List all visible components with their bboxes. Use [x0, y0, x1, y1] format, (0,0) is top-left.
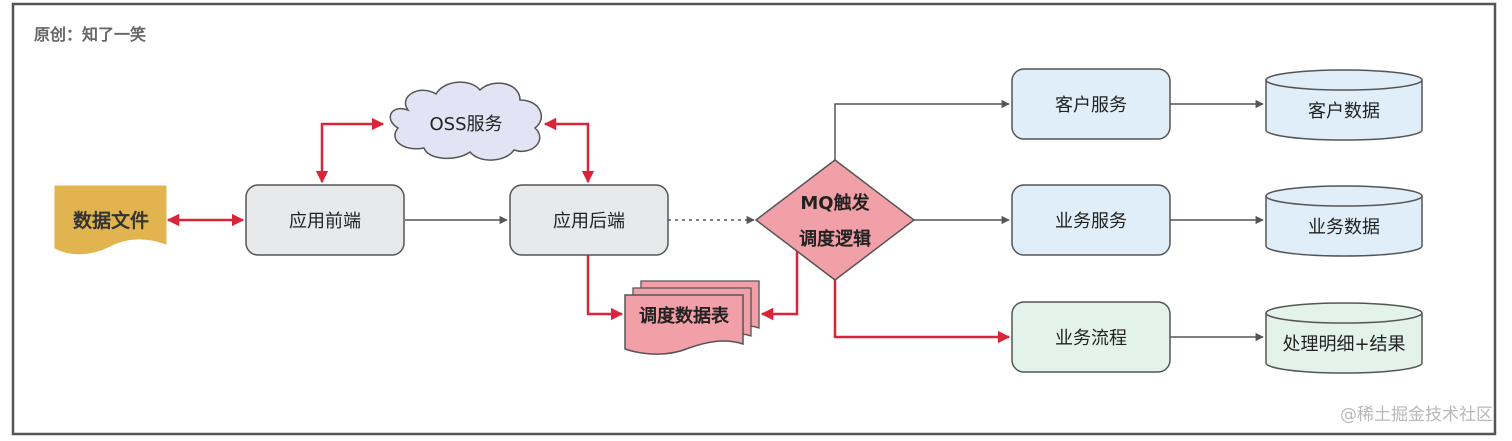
- schedule-table-label: 调度数据表: [639, 305, 730, 327]
- node-customer-data-cylinder: 客户数据: [1265, 69, 1423, 141]
- mq-customer-arrow: [834, 99, 1010, 160]
- backend-label: 应用后端: [553, 211, 625, 232]
- oss-label: OSS服务: [429, 114, 502, 135]
- node-frontend: 应用前端: [245, 184, 405, 256]
- node-customer-service: 客户服务: [1011, 68, 1171, 140]
- node-business-flow: 业务流程: [1011, 301, 1171, 373]
- detail-result-label: 处理明细+结果: [1282, 334, 1405, 355]
- mq-flow-arrow: [833, 280, 1011, 344]
- business-flow-label: 业务流程: [1055, 328, 1127, 349]
- node-oss-cloud: OSS服务: [389, 81, 542, 161]
- frontend-oss-arrow: [315, 117, 385, 184]
- customer-service-label: 客户服务: [1055, 95, 1127, 116]
- author-note: 原创：知了一笑: [34, 25, 146, 44]
- watermark: @稀土掘金技术社区: [1340, 405, 1493, 425]
- mq-table-arrow: [760, 250, 799, 321]
- business-data-label: 业务数据: [1308, 217, 1380, 238]
- node-business-data-cylinder: 业务数据: [1265, 185, 1423, 257]
- data-file-label: 数据文件: [73, 209, 149, 232]
- business-service-label: 业务服务: [1055, 211, 1127, 232]
- node-mq-diamond: MQ触发 调度逻辑: [754, 159, 916, 281]
- oss-backend-arrow: [543, 117, 595, 184]
- mq-label-line2: 调度逻辑: [799, 228, 871, 250]
- node-schedule-table: 调度数据表: [624, 280, 760, 355]
- customer-data-label: 客户数据: [1308, 101, 1380, 122]
- node-data-file: 数据文件: [54, 185, 167, 255]
- backend-table-arrow: [586, 255, 624, 321]
- mq-label-line1: MQ触发: [800, 192, 870, 214]
- node-backend: 应用后端: [509, 184, 669, 256]
- node-business-service: 业务服务: [1011, 184, 1171, 256]
- frontend-label: 应用前端: [289, 211, 361, 232]
- node-detail-result-cylinder: 处理明细+结果: [1265, 302, 1423, 374]
